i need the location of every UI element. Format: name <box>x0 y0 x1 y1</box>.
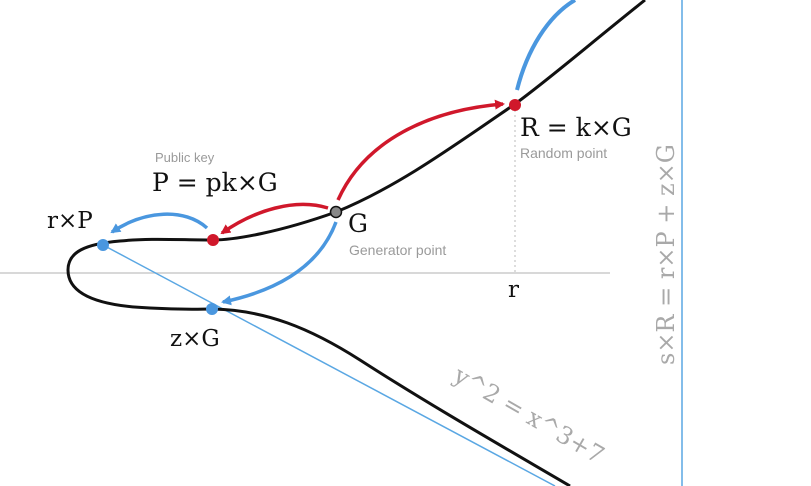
curve-equation: y^2 = x^3+7 <box>448 360 609 469</box>
label-rP: r×P <box>47 208 93 234</box>
point-G <box>329 205 343 219</box>
point-R <box>509 99 521 111</box>
label-P: P = pk×G <box>152 168 278 197</box>
line-through-rP-zG <box>102 244 556 486</box>
elliptic-curve <box>66 0 646 486</box>
arrow-G-to-R <box>336 99 505 201</box>
signature-equation: s×R = r×P + z×G <box>652 144 680 365</box>
point-rP <box>97 239 109 251</box>
arrow-G-to-P <box>220 202 329 235</box>
label-zG: z×G <box>170 326 220 352</box>
label-G: G <box>348 209 368 238</box>
blue-arc-top <box>515 0 577 91</box>
caption-G: Generator point <box>349 242 446 258</box>
point-zG <box>206 303 218 315</box>
arrow-P-to-rP <box>110 212 209 234</box>
caption-P: Public key <box>155 150 215 165</box>
caption-R: Random point <box>520 145 607 161</box>
label-R: R = k×G <box>520 113 632 142</box>
point-P <box>207 234 219 246</box>
axis-tick-r: r <box>508 277 519 303</box>
arrow-G-to-zG <box>221 221 338 306</box>
